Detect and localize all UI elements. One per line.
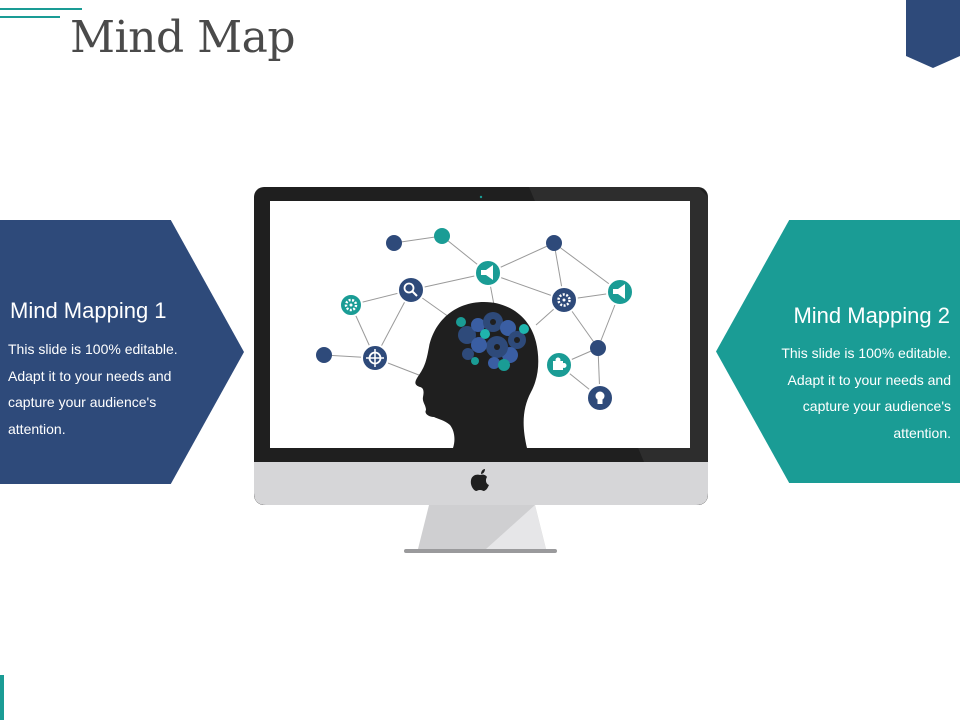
apple-logo-icon <box>470 469 489 491</box>
megaphone-icon <box>606 278 634 306</box>
mind-mapping-1-panel: Mind Mapping 1 This slide is 100% editab… <box>0 220 244 484</box>
bookmark-ribbon <box>906 0 960 68</box>
megaphone-icon <box>474 259 502 287</box>
brain-gears-icon <box>456 312 529 371</box>
puzzle-icon <box>545 351 573 379</box>
webcam <box>479 195 483 199</box>
gear-icon <box>550 286 578 314</box>
corner-accent-bar <box>0 675 4 720</box>
network-node <box>434 228 450 244</box>
title-accent-line-top <box>0 8 82 10</box>
slide-title: Mind Map <box>70 12 296 63</box>
gear-icon <box>339 293 363 317</box>
monitor-base <box>404 549 557 553</box>
title-accent-line-bottom <box>0 16 60 18</box>
monitor-illustration <box>254 187 708 553</box>
mind-mapping-2-heading: Mind Mapping 2 <box>793 303 950 328</box>
network-node <box>546 235 562 251</box>
search-icon <box>397 276 425 304</box>
network-node <box>590 340 606 356</box>
network-node <box>316 347 332 363</box>
mind-mapping-2-panel: Mind Mapping 2 This slide is 100% editab… <box>716 220 960 483</box>
lightbulb-icon <box>586 384 614 412</box>
mind-mapping-2-text: This slide is 100% editable. Adapt it to… <box>781 345 951 441</box>
head-silhouette <box>415 302 539 448</box>
target-icon <box>361 344 389 372</box>
network-node <box>386 235 402 251</box>
mind-mapping-1-heading: Mind Mapping 1 <box>10 298 167 323</box>
mind-mapping-1-text: This slide is 100% editable. Adapt it to… <box>8 341 178 437</box>
